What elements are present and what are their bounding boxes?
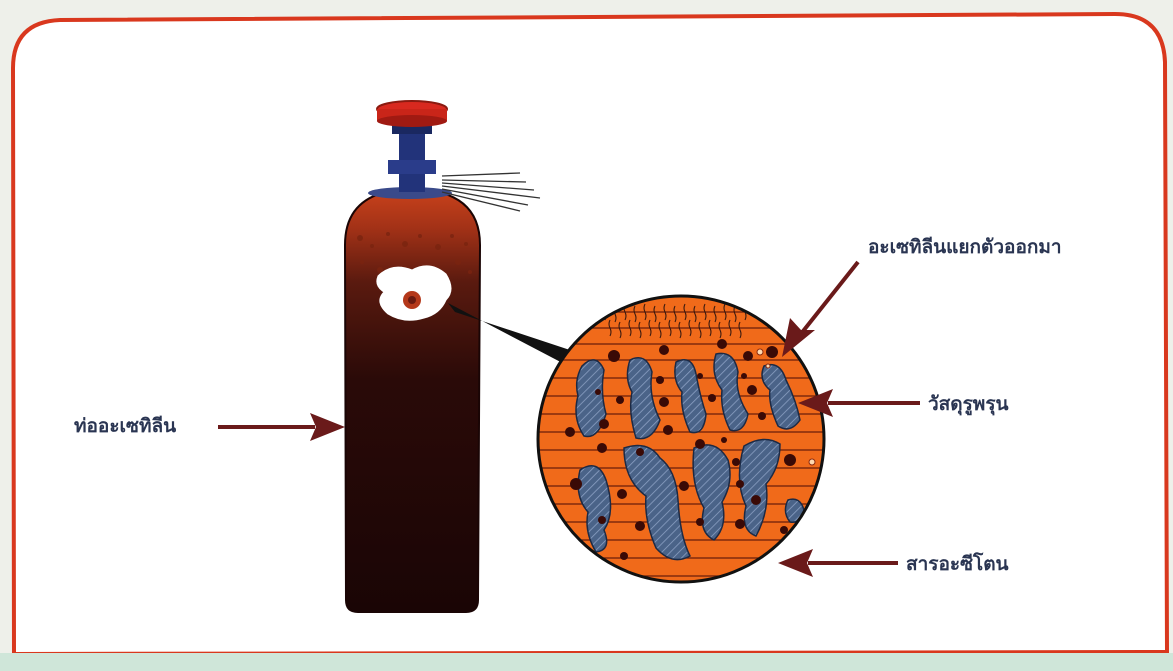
label-acetylene-cylinder: ท่ออะเซทิลีน: [74, 411, 176, 441]
bottom-strip: [0, 653, 1173, 671]
label-porous-material: วัสดุรูพรุน: [928, 389, 1009, 419]
label-acetone: สารอะซีโตน: [906, 549, 1009, 579]
label-acetylene-released: อะเซทิลีนแยกตัวออกมา: [868, 232, 1062, 262]
gas-cylinder-icon: [345, 189, 480, 612]
